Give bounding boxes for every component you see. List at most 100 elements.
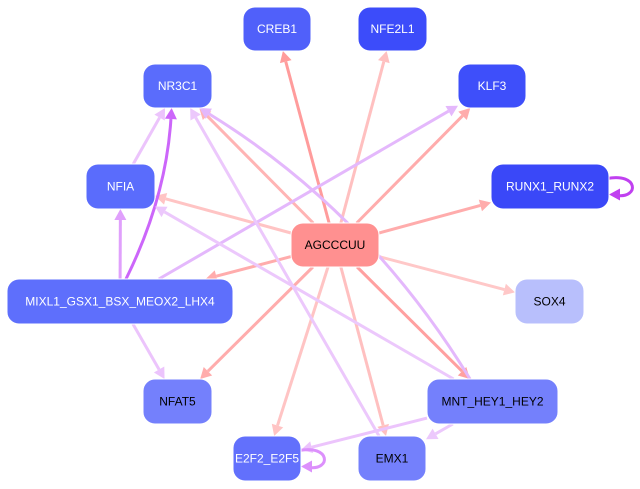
node-label: MNT_HEY1_HEY2 [441, 395, 543, 409]
node-box[interactable] [357, 435, 427, 482]
node-sox4[interactable]: SOX4 [514, 278, 585, 325]
node-label: RUNX1_RUNX2 [506, 180, 594, 194]
node-label: EMX1 [376, 452, 409, 466]
edge-agcccuu-to-nr3c1 [199, 108, 315, 225]
node-label: CREB1 [257, 22, 297, 36]
node-box[interactable] [232, 435, 302, 482]
edge-mixl1-gsx1-bsx-meox2-lhx4-to-nr3c1 [124, 108, 177, 280]
node-box[interactable] [142, 63, 213, 109]
edge-line [378, 255, 505, 292]
arrowhead-icon [502, 283, 515, 296]
node-box[interactable] [142, 378, 213, 425]
arrowhead-icon [478, 199, 491, 212]
arrowhead-icon [164, 108, 177, 120]
arrowhead-icon [114, 209, 127, 221]
node-box[interactable] [426, 378, 559, 425]
node-box[interactable] [357, 6, 428, 52]
arrowhead-icon [271, 423, 284, 436]
arrowhead-icon [458, 108, 471, 121]
edge-e2f2-e2f5-to-e2f2-e2f5 [298, 448, 326, 473]
edge-agcccuu-to-e2f2-e2f5 [271, 266, 330, 436]
node-label: MIXL1_GSX1_BSX_MEOX2_LHX4 [25, 295, 215, 309]
edge-line [205, 114, 315, 225]
node-mixl1-gsx1-bsx-meox2-lhx4[interactable]: MIXL1_GSX1_BSX_MEOX2_LHX4 [6, 278, 234, 325]
arrowhead-icon [190, 108, 201, 121]
edge-line [158, 109, 450, 281]
node-nfe2l1[interactable]: NFE2L1 [357, 6, 428, 52]
edge-emx1-to-nr3c1 [190, 108, 381, 437]
node-emx1[interactable]: EMX1 [357, 435, 427, 482]
edge-line [434, 422, 454, 436]
node-box[interactable] [490, 163, 610, 210]
edge-line [131, 116, 161, 165]
node-nfia[interactable]: NFIA [85, 163, 156, 210]
edge-line [276, 266, 330, 426]
node-label: E2F2_E2F5 [235, 452, 299, 466]
node-box[interactable] [85, 163, 156, 210]
node-runx1-runx2[interactable]: RUNX1_RUNX2 [490, 163, 610, 210]
edge-agcccuu-to-mnt-hey1-hey2 [356, 265, 470, 379]
node-nfat5[interactable]: NFAT5 [142, 378, 213, 425]
node-box[interactable] [290, 222, 380, 268]
arrowhead-icon [200, 366, 213, 379]
edge-nfia-to-nr3c1 [131, 108, 166, 165]
node-klf3[interactable]: KLF3 [457, 63, 527, 109]
node-nr3c1[interactable]: NR3C1 [142, 63, 213, 109]
node-box[interactable] [6, 278, 234, 325]
node-mnt-hey1-hey2[interactable]: MNT_HEY1_HEY2 [426, 378, 559, 425]
edge-agcccuu-to-runx1-runx2 [378, 199, 491, 235]
arrowhead-icon [426, 428, 439, 440]
edge-line [124, 118, 173, 280]
node-label: NFAT5 [159, 395, 196, 409]
node-label: NFE2L1 [370, 22, 414, 36]
self-loop-line [298, 448, 326, 470]
edge-line [165, 197, 292, 235]
edge-line [339, 266, 385, 426]
edge-mixl1-gsx1-bsx-meox2-lhx4-to-nfat5 [131, 323, 165, 379]
arrowhead-icon [301, 460, 312, 473]
arrowhead-icon [153, 366, 165, 379]
node-creb1[interactable]: CREB1 [242, 6, 312, 52]
arrowhead-icon [378, 51, 390, 64]
edge-mixl1-gsx1-bsx-meox2-lhx4-to-nfia [114, 209, 127, 280]
self-loop-line [606, 176, 634, 198]
node-label: SOX4 [533, 295, 565, 309]
edge-agcccuu-to-nfe2l1 [339, 51, 390, 224]
edge-line [194, 116, 381, 437]
node-e2f2-e2f5[interactable]: E2F2_E2F5 [232, 435, 302, 482]
arrowhead-icon [155, 206, 168, 218]
edge-agcccuu-to-nfat5 [200, 265, 314, 379]
arrowhead-icon [154, 108, 166, 121]
arrowhead-icon [609, 188, 620, 201]
edge-line [378, 203, 481, 235]
edge-line [355, 114, 464, 225]
edge-line [284, 61, 331, 224]
edge-line [311, 416, 428, 449]
node-label: NFIA [107, 180, 134, 194]
edges-layer [114, 51, 634, 473]
edge-mnt-hey1-hey2-to-nfia [155, 206, 455, 381]
node-agcccuu[interactable]: AGCCCUU [290, 222, 380, 268]
edge-line [339, 61, 386, 224]
edge-line [356, 265, 464, 373]
arrowhead-icon [279, 51, 292, 64]
arrowhead-icon [445, 105, 458, 117]
edge-agcccuu-to-klf3 [355, 108, 471, 225]
edge-agcccuu-to-sox4 [378, 255, 515, 296]
edge-runx1-runx2-to-runx1-runx2 [606, 176, 634, 201]
node-box[interactable] [457, 63, 527, 109]
edge-mixl1-gsx1-bsx-meox2-lhx4-to-klf3 [158, 105, 458, 281]
node-label: AGCCCUU [305, 238, 366, 252]
node-box[interactable] [514, 278, 585, 325]
node-box[interactable] [242, 6, 312, 52]
node-label: KLF3 [478, 79, 507, 93]
edge-line [163, 210, 455, 381]
edge-mnt-hey1-hey2-to-emx1 [426, 422, 454, 440]
edge-line [131, 323, 161, 371]
edge-line [206, 265, 314, 373]
arrowhead-icon [199, 108, 212, 119]
edge-agcccuu-to-creb1 [279, 51, 331, 224]
node-label: NR3C1 [158, 79, 198, 93]
